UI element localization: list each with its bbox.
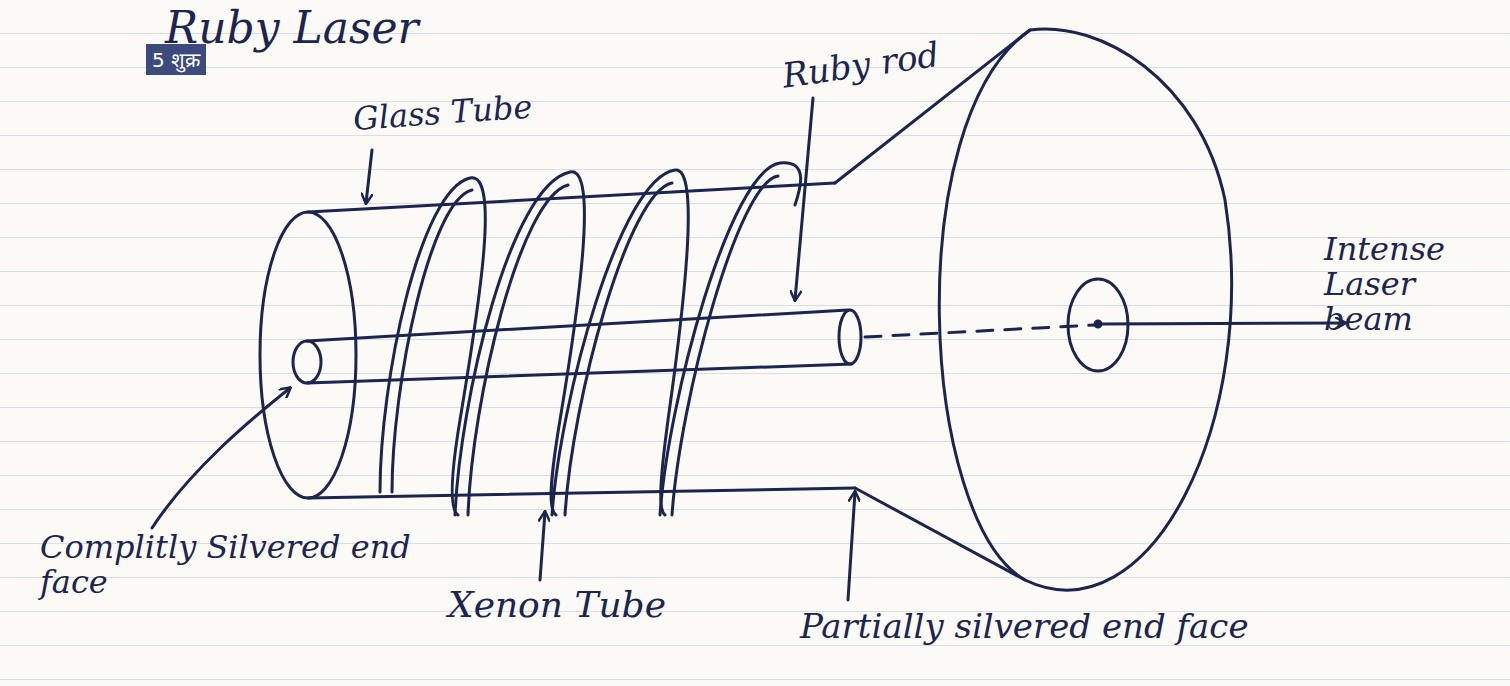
- part-label: Partially silvered end face: [800, 608, 1249, 645]
- part-label: Xenon Tube: [448, 585, 666, 625]
- glass-tube-end: [260, 212, 356, 498]
- ruby-rod-end: [293, 341, 321, 383]
- laser-path: [865, 325, 1095, 337]
- leader-line: [366, 150, 372, 203]
- focusing-lens: [939, 29, 1231, 590]
- leader-line: [795, 98, 813, 300]
- laser-beam: [1101, 323, 1345, 324]
- leader-line: [848, 492, 855, 600]
- xenon-helix: [380, 163, 801, 515]
- part-label: Ruby rod: [780, 36, 941, 95]
- part-label: Glass Tube: [352, 89, 533, 137]
- part-label: Complitly Silvered end face: [40, 530, 420, 600]
- page-badge: 5 शुक्र: [146, 44, 206, 75]
- output-label: Intense Laser beam: [1324, 232, 1504, 338]
- leader-line: [152, 388, 290, 528]
- leader-line: [540, 512, 545, 580]
